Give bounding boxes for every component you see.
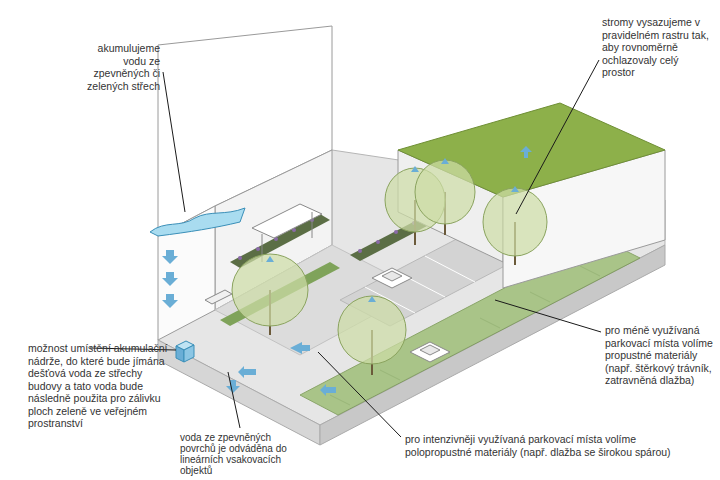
trees: [232, 158, 547, 375]
callout-text: voda ze zpevněných povrchů je odváděna d…: [180, 432, 302, 476]
slab-side: [158, 340, 320, 445]
leader-lines: [90, 60, 601, 437]
callout-text: pro méně využívaná parkovací místa volím…: [605, 324, 714, 387]
storage-tank: [176, 341, 194, 362]
callout-text: stromy vysazujeme v pravidelném rastru t…: [602, 16, 714, 79]
evaporation-arrow: [520, 146, 532, 158]
runoff-arrows: [226, 342, 336, 396]
callout-text: pro intenzivněji využívaná parkovací mís…: [405, 433, 690, 458]
roof-water: [150, 208, 245, 236]
rain-arrows: [162, 250, 178, 308]
callout-text: možnost umístění akumulační nádrže, do k…: [28, 342, 170, 430]
callout-text: akumulujeme vodu ze zpevněných či zelený…: [74, 42, 160, 92]
